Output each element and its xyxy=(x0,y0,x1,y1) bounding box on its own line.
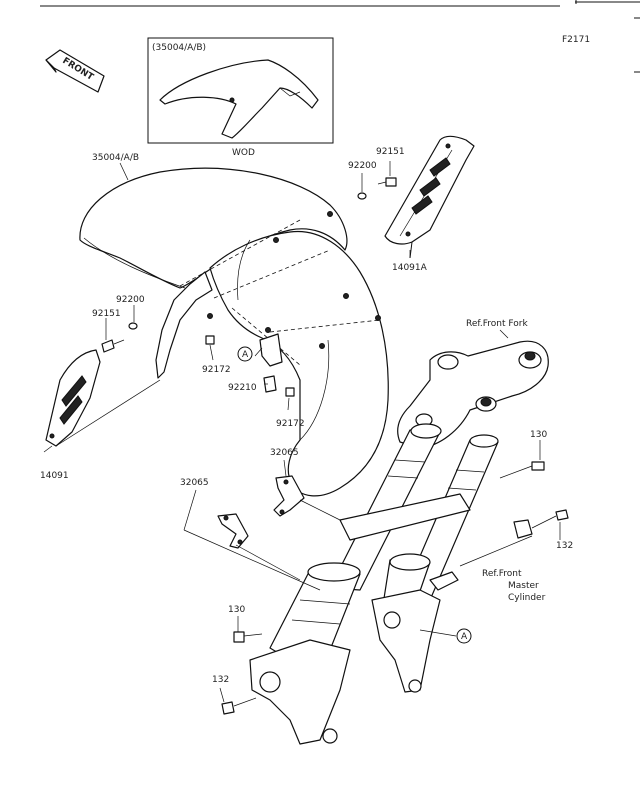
label-92200-top: 92200 xyxy=(348,161,377,171)
brackets-32065 xyxy=(217,475,305,549)
label-14091A: 14091A xyxy=(392,263,428,273)
label-132-right: 132 xyxy=(556,541,573,551)
reference-marker-a-lower: A xyxy=(456,628,472,644)
label-92172-a: 92172 xyxy=(202,365,231,375)
label-32065-b: 32065 xyxy=(180,478,209,488)
inset-box: (35004/A/B) WOD xyxy=(147,37,334,158)
label-92210: 92210 xyxy=(228,383,257,393)
label-130-left: 130 xyxy=(228,605,245,615)
label-92151-left: 92151 xyxy=(92,309,121,319)
page-header-rules xyxy=(40,0,640,73)
label-ref-front-fork: Ref.Front Fork xyxy=(466,319,528,329)
marker-a-lower-text: A xyxy=(461,632,468,642)
right-hardware xyxy=(221,461,569,715)
label-35004: 35004/A/B xyxy=(92,153,139,163)
label-92172-b: 92172 xyxy=(276,419,305,429)
inset-title: (35004/A/B) xyxy=(152,43,206,53)
figure-code: F2171 xyxy=(562,35,590,45)
fork-cover-left-14091 xyxy=(43,349,161,453)
reference-marker-a-upper: A xyxy=(237,346,253,362)
front-fork-assembly xyxy=(249,340,549,745)
marker-a-upper-text: A xyxy=(242,350,249,360)
label-ref-master-3: Cylinder xyxy=(508,593,546,603)
label-92151-top: 92151 xyxy=(376,147,405,157)
label-14091: 14091 xyxy=(40,471,69,481)
label-ref-master-2: Master xyxy=(508,581,539,591)
inset-caption: WOD xyxy=(232,148,255,158)
label-132-left: 132 xyxy=(212,675,229,685)
front-fender xyxy=(79,167,389,497)
label-130-right: 130 xyxy=(530,430,547,440)
fender-hardware xyxy=(101,177,397,397)
label-92200-left: 92200 xyxy=(116,295,145,305)
label-32065-a: 32065 xyxy=(270,448,299,458)
callout-labels: 35004/A/B 92151 92200 14091A 92200 92151… xyxy=(40,147,573,685)
fork-cover-right-14091A xyxy=(384,135,475,259)
label-ref-master-1: Ref.Front xyxy=(482,569,522,579)
front-direction-badge: FRONT xyxy=(45,49,105,93)
leader-lines xyxy=(105,161,561,703)
